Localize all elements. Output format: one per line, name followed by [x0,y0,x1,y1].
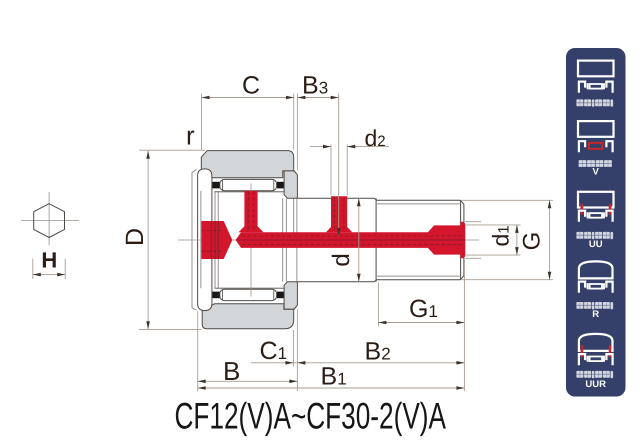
svg-text:C1: C1 [260,337,288,365]
svg-text:CF12(V)A~CF30-2(V)A: CF12(V)A~CF30-2(V)A [175,396,447,437]
svg-text:V: V [593,167,600,178]
svg-text:B3: B3 [302,72,328,100]
svg-text:r: r [186,121,195,151]
svg-text:B1: B1 [321,363,347,391]
svg-text:G1: G1 [409,295,438,323]
svg-text:UUR: UUR [585,379,606,390]
svg-text:B: B [223,356,240,386]
svg-text:d: d [328,253,355,266]
svg-text:d2: d2 [365,125,386,151]
svg-text:D: D [121,228,149,246]
svg-text:C: C [242,72,260,100]
svg-text:B2: B2 [365,338,391,366]
svg-text:R: R [592,309,599,320]
svg-text:d1: d1 [488,225,514,246]
svg-text:UU: UU [589,239,603,250]
svg-text:H: H [41,247,57,272]
svg-text:G: G [519,232,546,251]
